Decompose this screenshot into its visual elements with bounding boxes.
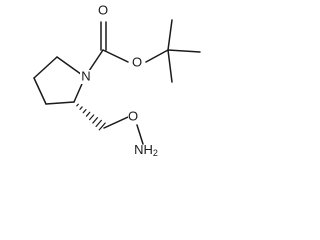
bond-c3-c4 bbox=[33, 77, 47, 105]
bond-ester-o-tbutyl bbox=[145, 49, 169, 63]
wedge-hash-line bbox=[92, 117, 99, 124]
bond-tbutyl-methyl-right bbox=[167, 49, 201, 53]
bond-c4-c5 bbox=[33, 56, 58, 79]
boc-group bbox=[84, 19, 201, 83]
chemical-structure: N O O O NH2 bbox=[33, 2, 201, 158]
wedge-hash-line bbox=[76, 103, 79, 107]
carbonyl-oxygen-label: O bbox=[98, 2, 108, 17]
wedge-hash-line bbox=[85, 111, 91, 117]
bond-ch2-o bbox=[103, 116, 129, 129]
bond-tbutyl-methyl-bottom bbox=[167, 49, 173, 83]
bond-tbutyl-methyl-top bbox=[167, 19, 173, 51]
wedge-hash-line bbox=[89, 114, 95, 121]
ring-nitrogen-label: N bbox=[81, 68, 90, 83]
bond-o-n bbox=[136, 124, 144, 145]
wedge-hash-line bbox=[82, 108, 87, 114]
wedge-hash-line bbox=[98, 122, 106, 131]
ester-oxygen-label: O bbox=[132, 54, 142, 69]
atom-labels: N O O O NH2 bbox=[80, 2, 158, 158]
bond-c2-c3 bbox=[45, 101, 75, 105]
bond-carbonyl-ester-o bbox=[102, 49, 129, 63]
wedge-hash-line bbox=[79, 106, 83, 110]
pyrrolidine-ring bbox=[33, 56, 86, 105]
ether-oxygen-label: O bbox=[128, 108, 138, 123]
stereo-hashed-wedge bbox=[76, 103, 106, 131]
amine-label: NH2 bbox=[134, 142, 158, 158]
aminooxymethyl-chain bbox=[103, 116, 144, 145]
wedge-hash-line bbox=[95, 119, 102, 128]
